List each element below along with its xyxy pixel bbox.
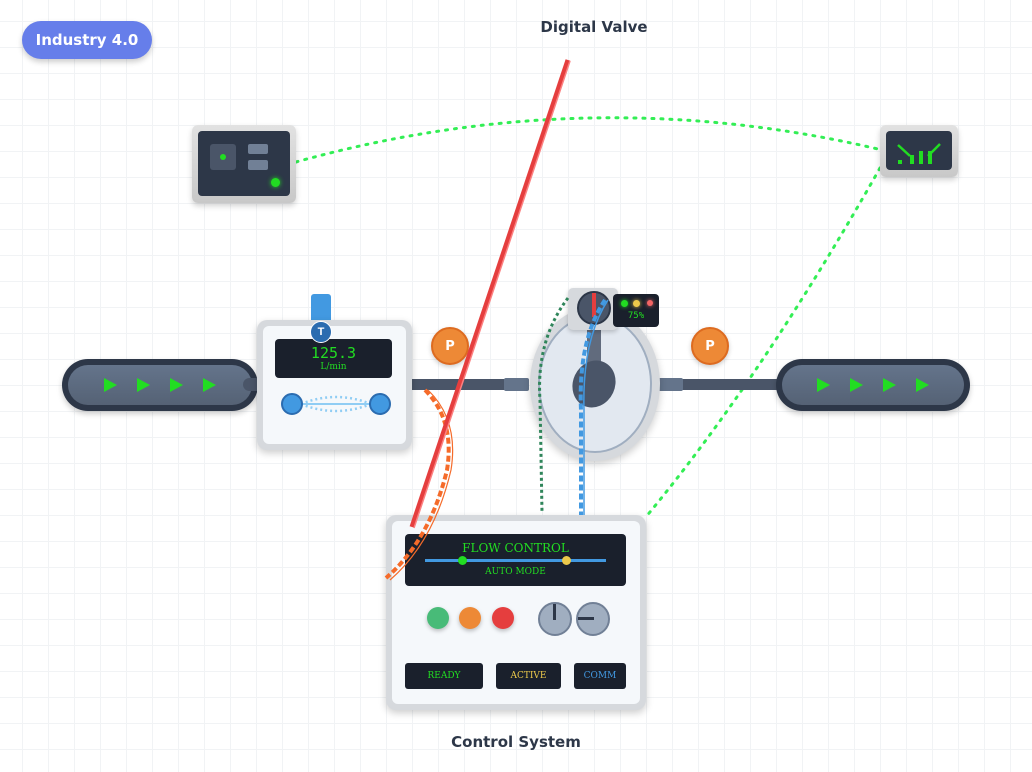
indicator-lamp-green [427,607,449,629]
valve-status-display: 75% [613,294,659,327]
control-flow-marker-yellow [562,556,571,565]
flow-arrow-icon [137,378,150,392]
outlet-pipe-body [782,365,964,405]
edge-module [210,144,236,170]
valve-actuator[interactable] [568,288,618,330]
valve-led-red [647,300,653,306]
flow-arrow-icon [203,378,216,392]
valve-inlet-flange [504,378,529,391]
flow-arrow-icon [850,378,863,392]
flow-arrow-icon [817,378,830,392]
control-display-mode: AUTO MODE [485,567,546,577]
flow-sensor-diagram [281,393,391,415]
pipe-segment-right [666,379,784,390]
valve-position-needle [592,293,596,317]
temperature-probe [311,294,331,328]
control-display-title: FLOW CONTROL [462,541,569,555]
wireless-link-right [643,166,882,520]
temperature-sensor-icon: T [310,321,332,343]
knob-indicator [578,617,594,620]
status-comm-button[interactable]: COMM [574,663,626,689]
indicator-lamp-red [492,607,514,629]
pump-indicator-left[interactable]: P [431,327,469,365]
flow-arrow-icon [916,378,929,392]
industry-badge: Industry 4.0 [22,21,152,59]
control-panel-body: FLOW CONTROL AUTO MODE READY ACTIVE COMM [392,521,640,704]
flow-arrow-icon [170,378,183,392]
wireless-link-top [294,116,884,164]
control-flow-marker-green [458,556,467,565]
control-flow-track [425,559,606,562]
flow-meter-display: 125.3 L/min [275,339,392,378]
knob-indicator [553,604,556,620]
valve-actuator-knob[interactable] [577,291,611,325]
edge-slot-1 [248,144,268,154]
signal-monitor[interactable] [880,125,958,177]
flow-meter[interactable]: 125.3 L/min [257,320,412,450]
outlet-pipe[interactable] [776,359,970,411]
indicator-lamp-orange [459,607,481,629]
inlet-pipe[interactable] [62,359,258,411]
valve-outlet-flange [658,378,683,391]
edge-device[interactable] [192,125,296,203]
valve-body[interactable] [530,307,660,461]
valve-led-green [621,300,628,307]
valve-opening-readout: 75% [627,311,645,321]
valve-led-yellow [633,300,640,307]
edge-status-led [271,178,280,187]
flow-arrow-icon [883,378,896,392]
status-ready-button[interactable]: READY [405,663,483,689]
control-panel[interactable]: FLOW CONTROL AUTO MODE READY ACTIVE COMM [386,515,646,710]
control-knob-2[interactable] [576,602,610,636]
control-knob-1[interactable] [538,602,572,636]
digital-valve-title: Digital Valve [540,18,648,36]
control-display: FLOW CONTROL AUTO MODE [405,534,626,586]
signal-monitor-screen [886,131,952,170]
edge-module-led [220,154,226,160]
edge-slot-2 [248,160,268,170]
flow-rate-unit: L/min [320,362,347,372]
flow-rate-value: 125.3 [310,344,357,362]
edge-device-screen [198,131,290,196]
signal-strength-icon [897,143,941,164]
pump-indicator-right[interactable]: P [691,327,729,365]
control-system-title: Control System [451,733,581,751]
flow-arrow-icon [104,378,117,392]
inlet-pipe-body [68,365,252,405]
status-active-button[interactable]: ACTIVE [496,663,561,689]
flow-meter-body: 125.3 L/min [263,326,406,444]
